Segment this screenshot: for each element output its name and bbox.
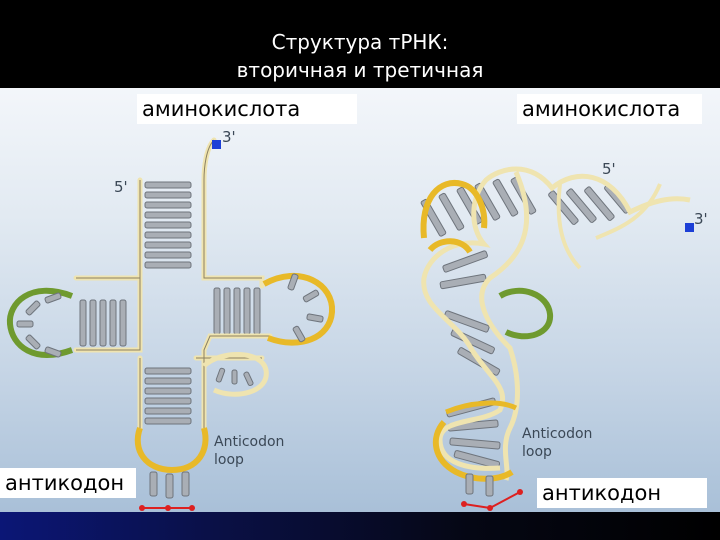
vertical-helix [440, 250, 501, 469]
anticodon-loop [138, 428, 206, 470]
anticodon-label-right: антикодон [537, 478, 707, 508]
cloverleaf-structure: 3' 5' Anticodon loop [10, 128, 332, 511]
anticodon-marker-left [139, 505, 195, 511]
title-line-2: вторичная и третичная [0, 56, 720, 84]
three-prime-marker-right [685, 223, 694, 232]
anticodon-loop-label-right-2: loop [522, 444, 552, 460]
anticodon-loop-label-right-1: Anticodon [522, 426, 592, 442]
title-line-1: Структура тРНК: [0, 28, 720, 56]
three-prime-label-right: 3' [694, 210, 708, 228]
anticodon-bases [150, 472, 189, 498]
anticodon-loop-label-left-2: loop [214, 452, 244, 468]
five-prime-label-left: 5' [114, 178, 128, 196]
anticodon-label-left: антикодон [0, 468, 136, 498]
t-arm-stem [214, 288, 260, 334]
anticodon-stem [145, 368, 191, 424]
trna-diagram: 3' 5' Anticodon loop [0, 88, 720, 512]
tertiary-structure: 3' 5' Anticodon loop [420, 160, 707, 511]
anticodon-loop-label-left-1: Anticodon [214, 434, 284, 450]
three-prime-label-left: 3' [222, 128, 236, 146]
acceptor-stem [145, 182, 191, 268]
trna-figure: 3' 5' Anticodon loop [0, 88, 720, 512]
amino-acid-label-right: аминокислота [517, 94, 702, 124]
d-arm-stem [80, 300, 126, 346]
five-prime-label-right: 5' [602, 160, 616, 178]
slide-title: Структура тРНК: вторичная и третичная [0, 28, 720, 84]
three-prime-marker [212, 140, 221, 149]
slide-bottom-bar [0, 512, 720, 540]
tertiary-green-loop [500, 291, 550, 336]
amino-acid-label-left: аминокислота [137, 94, 357, 124]
variable-loop-bases [216, 368, 254, 386]
